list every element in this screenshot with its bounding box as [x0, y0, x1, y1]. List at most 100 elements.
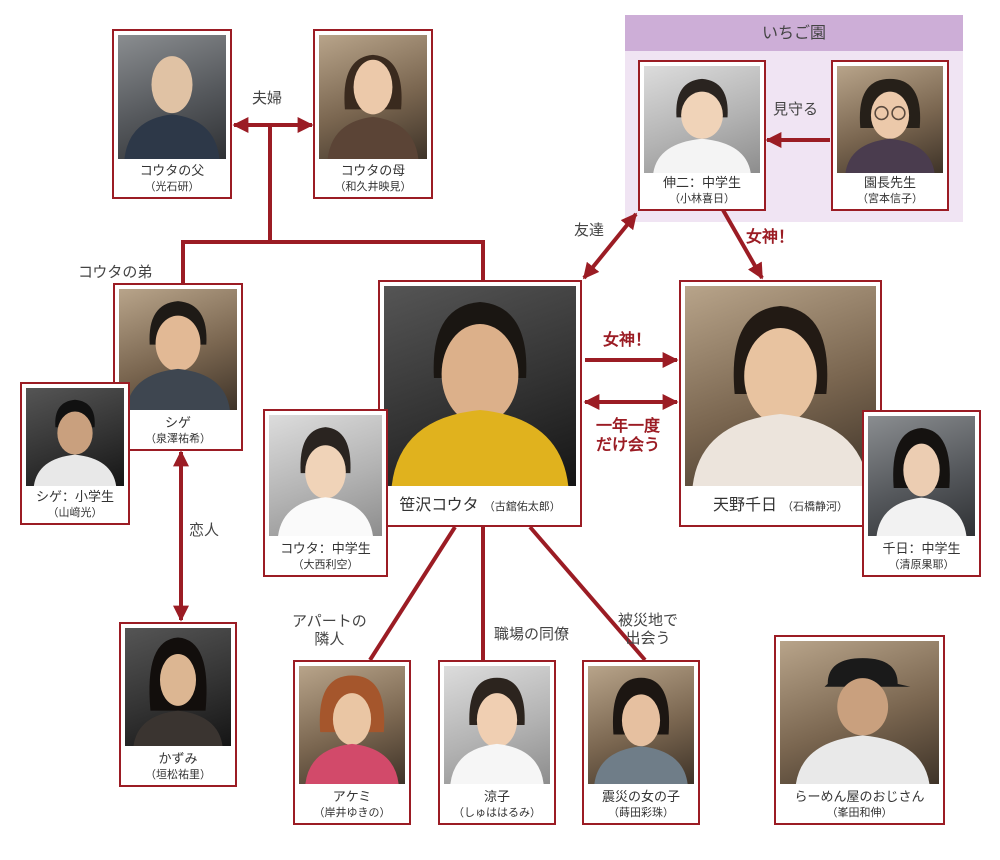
- portrait-silhouette-icon: [450, 677, 544, 784]
- disaster-label: 被災地で 出会う: [618, 611, 678, 647]
- card-director[interactable]: 園長先生 （宮本信子）: [831, 60, 949, 211]
- card-kazumi[interactable]: かずみ （垣松祐里）: [119, 622, 237, 787]
- caption-chihi: 天野千日 （石橋静河）: [681, 491, 880, 515]
- caption-kota: 笹沢コウタ （古舘佑太郎）: [380, 491, 580, 515]
- character-name: かずみ: [158, 752, 198, 767]
- portrait-silhouette-icon: [594, 677, 688, 784]
- card-kota-middle-school[interactable]: コウタ：中学生 （大西利空）: [263, 409, 388, 577]
- parents-to-children-line: [181, 125, 272, 283]
- watch-label: 見守る: [773, 100, 819, 118]
- photo-kota-middle-school: [269, 415, 382, 536]
- actor-name: （岸井ゆきの）: [313, 806, 391, 820]
- brother-label: コウタの弟: [78, 263, 153, 281]
- caption-ryoko: 涼子 （しゅははるみ）: [440, 790, 554, 820]
- portrait-silhouette-icon: [305, 675, 399, 784]
- portrait-silhouette-icon: [692, 306, 869, 486]
- photo-shinji: [644, 66, 760, 173]
- caption-kota-mother: コウタの母 （和久井映見）: [315, 164, 431, 194]
- character-name: 天野千日: [712, 495, 777, 514]
- disaster-label-line2: 出会う: [625, 629, 671, 647]
- actor-name: （泉澤祐希）: [145, 432, 211, 446]
- apartment-label-line2: 隣人: [314, 630, 345, 648]
- character-name: コウタ：中学生: [280, 542, 371, 557]
- photo-kota: [384, 286, 576, 486]
- photo-shige: [119, 289, 237, 410]
- caption-director: 園長先生 （宮本信子）: [833, 176, 947, 206]
- apartment-line: [368, 525, 457, 662]
- card-shinji[interactable]: 伸二：中学生 （小林喜日）: [638, 60, 766, 211]
- caption-shige-child: シゲ：小学生 （山﨑光）: [22, 490, 128, 520]
- character-name: らーめん屋のおじさん: [794, 790, 925, 805]
- actor-name: （和久井映見）: [334, 180, 412, 194]
- portrait-silhouette-icon: [876, 428, 967, 536]
- card-kota[interactable]: 笹沢コウタ （古舘佑太郎）: [378, 280, 582, 527]
- card-kota-father[interactable]: コウタの父 （光石研）: [112, 29, 232, 199]
- apartment-label-line1: アパートの: [292, 612, 367, 630]
- character-name: アケミ: [332, 790, 372, 805]
- photo-chihi: [685, 286, 876, 486]
- photo-akemi: [299, 666, 405, 784]
- photo-ramen-shop-owner: [780, 641, 939, 784]
- photo-shige-child: [26, 388, 124, 486]
- character-name: 伸二：中学生: [662, 176, 741, 191]
- caption-kota-middle-school: コウタ：中学生 （大西利空）: [265, 542, 386, 572]
- actor-name: （垣松祐里）: [145, 768, 211, 782]
- character-name: シゲ: [164, 416, 191, 431]
- card-disaster-girl[interactable]: 震災の女の子 （蒔田彩珠）: [582, 660, 700, 825]
- goddess-arrow-shinji: [721, 209, 764, 280]
- card-chihi[interactable]: 天野千日 （石橋静河）: [679, 280, 882, 527]
- caption-kota-father: コウタの父 （光石研）: [114, 164, 230, 194]
- portrait-silhouette-icon: [845, 78, 935, 173]
- portrait-silhouette-icon: [278, 427, 373, 536]
- photo-disaster-girl: [588, 666, 694, 784]
- character-name: 涼子: [483, 790, 510, 805]
- actor-name: （石橋静河）: [782, 500, 849, 513]
- actor-name: （古舘佑太郎）: [483, 500, 561, 513]
- friend-arrow: [582, 212, 638, 280]
- photo-ryoko: [444, 666, 550, 784]
- portrait-silhouette-icon: [133, 637, 223, 746]
- portrait-silhouette-icon: [653, 78, 751, 173]
- card-ramen-shop-owner[interactable]: らーめん屋のおじさん （峯田和伸）: [774, 635, 945, 825]
- portrait-silhouette-icon: [795, 658, 930, 784]
- card-shige-child[interactable]: シゲ：小学生 （山﨑光）: [20, 382, 130, 525]
- caption-chihi-middle-school: 千日：中学生 （清原果耶）: [864, 542, 979, 572]
- caption-kazumi: かずみ （垣松祐里）: [121, 752, 235, 782]
- portrait-silhouette-icon: [33, 399, 117, 486]
- actor-name: （しゅははるみ）: [453, 806, 541, 820]
- portrait-silhouette-icon: [391, 302, 569, 486]
- caption-disaster-girl: 震災の女の子 （蒔田彩珠）: [584, 790, 698, 820]
- actor-name: （小林喜日）: [669, 192, 735, 206]
- character-name: 園長先生: [863, 176, 916, 191]
- character-name: コウタの母: [340, 164, 406, 179]
- portrait-silhouette-icon: [124, 56, 220, 159]
- goddess-label-kota: 女神！: [603, 330, 652, 349]
- photo-chihi-middle-school: [868, 416, 975, 536]
- card-shige[interactable]: シゲ （泉澤祐希）: [113, 283, 243, 451]
- disaster-line: [528, 525, 647, 662]
- caption-shige: シゲ （泉澤祐希）: [115, 416, 241, 446]
- actor-name: （峯田和伸）: [826, 806, 893, 820]
- card-chihi-middle-school[interactable]: 千日：中学生 （清原果耶）: [862, 410, 981, 577]
- friend-label: 友達: [574, 221, 605, 239]
- photo-kota-father: [118, 35, 226, 159]
- apartment-label: アパートの 隣人: [292, 612, 367, 648]
- ichigo-en-group-title: いちご園: [625, 15, 963, 51]
- actor-name: （清原果耶）: [888, 558, 955, 572]
- character-name: シゲ：小学生: [35, 490, 114, 505]
- disaster-label-line1: 被災地で: [618, 611, 679, 629]
- character-name: 千日：中学生: [882, 542, 961, 557]
- photo-kota-mother: [319, 35, 427, 159]
- actor-name: （宮本信子）: [857, 192, 923, 206]
- actor-name: （山﨑光）: [47, 506, 103, 520]
- card-kota-mother[interactable]: コウタの母 （和久井映見）: [313, 29, 433, 199]
- character-name: 笹沢コウタ: [399, 495, 479, 514]
- actor-name: （大西利空）: [292, 558, 359, 572]
- couple-label: 夫婦: [252, 89, 283, 107]
- coworker-label: 職場の同僚: [494, 625, 570, 643]
- card-ryoko[interactable]: 涼子 （しゅははるみ）: [438, 660, 556, 825]
- card-akemi[interactable]: アケミ （岸井ゆきの）: [293, 660, 411, 825]
- portrait-silhouette-icon: [126, 301, 230, 410]
- character-name: コウタの父: [139, 164, 205, 179]
- parents-to-kota-line: [270, 240, 485, 280]
